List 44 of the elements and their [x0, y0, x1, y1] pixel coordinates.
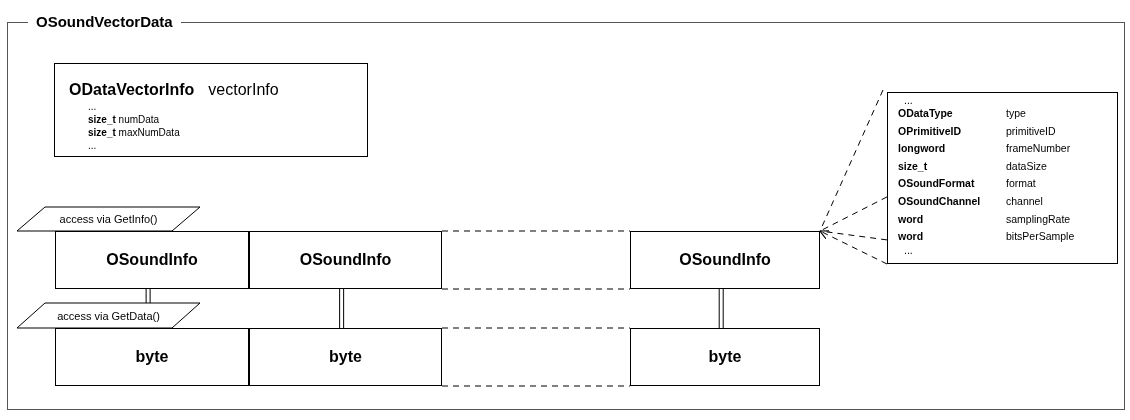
- double-line: [718, 288, 724, 329]
- type-name: size_t: [898, 158, 929, 174]
- type-name: OSoundChannel: [898, 193, 982, 209]
- class-cell: [249, 231, 442, 289]
- class-name: byte: [329, 348, 362, 366]
- type-name: word: [898, 211, 925, 227]
- class-cell: [630, 231, 820, 289]
- member-name: channel: [1006, 193, 1044, 209]
- member-name: frameNumber: [1006, 141, 1072, 157]
- type-name: OPrimitiveID: [898, 123, 963, 139]
- access-label: access via GetInfo(): [59, 213, 158, 225]
- type-name: ODataType: [898, 106, 954, 121]
- type-name: word: [898, 229, 925, 245]
- member-name: bitsPerSample: [1006, 229, 1076, 245]
- ellipsis: ...: [903, 245, 914, 255]
- ellipsis: ...: [903, 96, 914, 105]
- class-name: OSoundInfo: [299, 251, 392, 269]
- dashed-arrow: [819, 89, 888, 265]
- member-name: dataSize: [1006, 158, 1048, 174]
- struct-box: [54, 63, 368, 157]
- member-name: primitiveID: [1006, 123, 1057, 139]
- double-line: [339, 288, 345, 329]
- field-line: size_t numData: [88, 113, 160, 126]
- member-name: vectorInfo: [208, 80, 279, 100]
- class-name: byte: [135, 348, 169, 366]
- class-cell: [249, 328, 442, 386]
- double-line: [145, 288, 151, 304]
- access-label: access via GetData(): [57, 309, 160, 322]
- member-name: type: [1006, 106, 1027, 121]
- field-line: ...: [88, 100, 97, 113]
- dashed-line: [441, 327, 631, 387]
- detail-popup-box: [887, 92, 1118, 264]
- field-line: size_t maxNumData: [88, 126, 180, 139]
- field-line: ...: [88, 139, 97, 152]
- dashed-line: [441, 230, 631, 290]
- class-cell: [630, 328, 820, 386]
- class-name: byte: [708, 348, 742, 366]
- type-name: ODataVectorInfo: [69, 80, 195, 100]
- type-name: longword: [898, 141, 947, 157]
- type-name: OSoundFormat: [898, 176, 976, 192]
- member-name: format: [1006, 176, 1037, 192]
- class-name: OSoundInfo: [679, 251, 771, 269]
- class-name: OSoundInfo: [106, 251, 198, 269]
- member-name: samplingRate: [1006, 211, 1072, 227]
